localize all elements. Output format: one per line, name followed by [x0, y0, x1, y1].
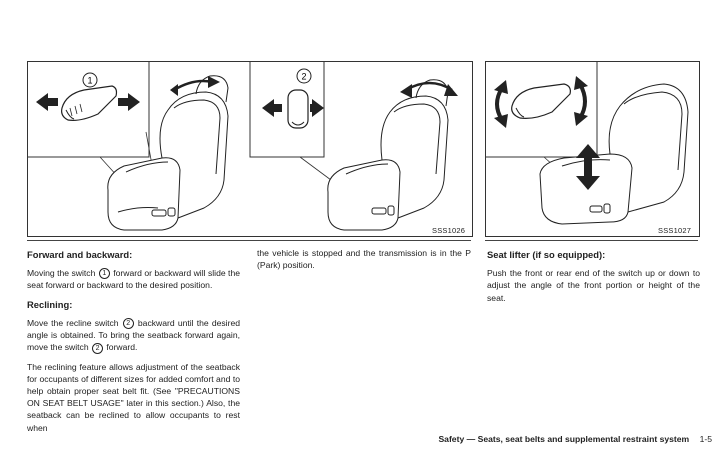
- figure-seat-lifter: SSS1027: [485, 61, 700, 237]
- arrow-left-icon: [262, 99, 282, 117]
- lifter-switch-icon: [511, 83, 571, 119]
- figure-code: SSS1026: [432, 226, 466, 235]
- recline-switch-icon: [287, 89, 309, 129]
- paragraph-seat-lifter: Push the front or rear end of the switch…: [487, 268, 700, 303]
- slide-switch-icon: [61, 85, 118, 121]
- callout-2-icon: 2: [296, 68, 312, 84]
- heading-seat-lifter: Seat lifter (if so equipped):: [487, 249, 606, 260]
- callout-2-icon: 2: [122, 318, 134, 330]
- curved-arrow-up-down-icon: [494, 80, 508, 128]
- vertical-double-arrow-icon: [576, 144, 600, 190]
- callout-2-icon: 2: [92, 342, 104, 354]
- page-number: 1-5: [699, 434, 712, 444]
- arrow-right-icon: [118, 93, 140, 111]
- seat-lifter-illustration: [486, 62, 689, 225]
- recline-motion-arrow-icon: [400, 81, 458, 98]
- figure-code: SSS1027: [658, 226, 692, 235]
- figure-seat-slide-recline: 1: [27, 61, 473, 237]
- seat-drawing-2: [327, 79, 449, 231]
- page-footer: Safety — Seats, seat belts and supplemen…: [350, 434, 712, 444]
- curved-arrow-up-down-icon: [574, 76, 588, 126]
- paragraph-reclining-2: The reclining feature allows adjustment …: [27, 361, 240, 433]
- column-rule: [485, 240, 698, 241]
- arrow-left-icon: [36, 93, 58, 111]
- seat-slide-recline-illustration: 1: [28, 62, 458, 231]
- recline-motion-arrow-icon: [170, 76, 220, 96]
- arrow-right-icon: [310, 99, 324, 117]
- paragraph-forward-backward: Moving the switch 1 forward or backward …: [27, 268, 241, 291]
- text-column-2: the vehicle is stopped and the transmiss…: [257, 247, 471, 278]
- heading-reclining: Reclining:: [27, 298, 73, 310]
- text-column-3: Seat lifter (if so equipped): Push the f…: [487, 249, 700, 311]
- seat-drawing-3: [539, 83, 689, 225]
- paragraph-continued: the vehicle is stopped and the transmiss…: [257, 248, 471, 271]
- svg-text:1: 1: [87, 76, 92, 86]
- callout-1-icon: 1: [82, 72, 98, 88]
- column-rule: [27, 240, 471, 241]
- text-column-1: Forward and backward: Moving the switch …: [27, 249, 240, 441]
- heading-forward-backward: Forward and backward:: [27, 249, 133, 260]
- callout-1-icon: 1: [98, 268, 110, 280]
- seat-drawing-1: [107, 75, 229, 231]
- svg-text:2: 2: [301, 72, 306, 82]
- footer-section-title: Safety — Seats, seat belts and supplemen…: [438, 434, 690, 444]
- paragraph-reclining-1: Move the recline switch 2 backward until…: [27, 317, 241, 354]
